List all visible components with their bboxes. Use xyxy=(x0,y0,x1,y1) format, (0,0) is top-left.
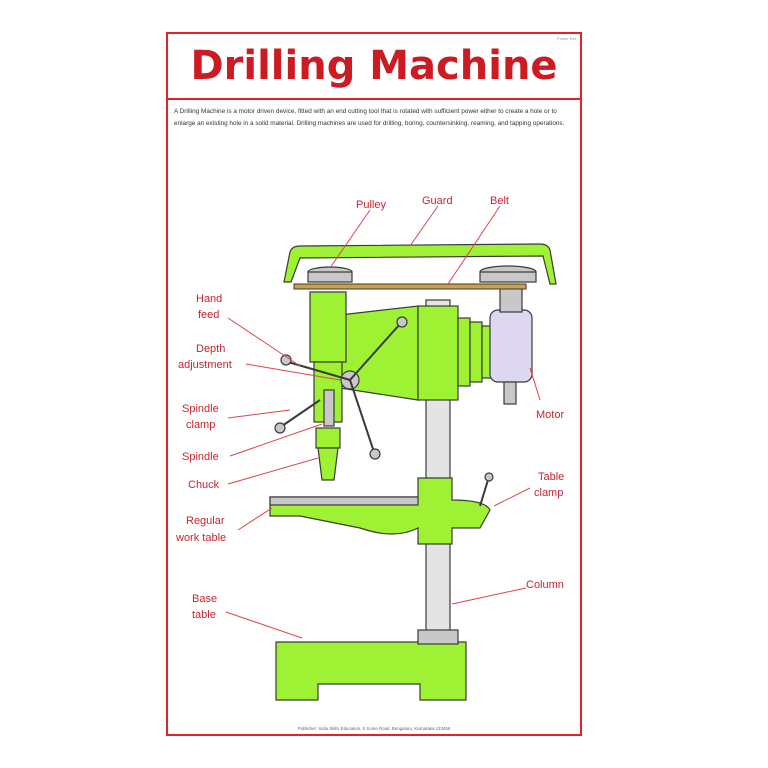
leader-table-clamp xyxy=(493,487,531,507)
label-spindle-clamp-1: Spindle xyxy=(182,403,219,415)
motor-shape xyxy=(489,309,533,383)
corner-code: Poster Ref xyxy=(557,36,576,41)
work-table-top xyxy=(269,496,419,506)
leader-depth xyxy=(245,363,341,381)
motor-shaft xyxy=(499,285,523,313)
leader-guard xyxy=(409,205,439,247)
label-regular-1: Regular xyxy=(186,515,225,527)
table-clamp-knob xyxy=(484,472,494,482)
leader-motor xyxy=(529,367,541,401)
step-pulley-2 xyxy=(469,321,483,383)
label-regular-2: work table xyxy=(175,532,226,544)
base-table-shape xyxy=(275,641,467,701)
guard-shape xyxy=(283,243,557,285)
column-collar xyxy=(417,305,459,401)
label-column: Column xyxy=(526,579,564,591)
leader-spindle-clamp xyxy=(227,409,291,419)
title-band: Drilling Machine Poster Ref xyxy=(168,34,580,100)
label-motor: Motor xyxy=(536,409,564,421)
table-clamp-handle xyxy=(479,479,489,507)
feed-knob-2 xyxy=(369,448,381,460)
clamp-knob xyxy=(274,422,286,434)
leader-base xyxy=(225,611,303,639)
label-table-clamp-2: clamp xyxy=(534,487,563,499)
left-pulley-body xyxy=(307,271,353,283)
feed-arm-2 xyxy=(349,379,375,453)
label-depth-2: adjustment xyxy=(178,359,232,371)
label-hand-feed-1: Hand xyxy=(196,293,222,305)
clamp-arm xyxy=(281,399,321,427)
label-chuck: Chuck xyxy=(188,479,220,491)
label-table-clamp-1: Table xyxy=(538,471,564,483)
chuck-tip xyxy=(317,447,339,481)
label-base-2: table xyxy=(192,609,216,621)
leader-work-table xyxy=(237,507,273,531)
feed-arm-1 xyxy=(349,323,401,381)
leader-spindle xyxy=(229,423,323,457)
leader-column xyxy=(451,587,527,605)
label-pulley: Pulley xyxy=(356,199,386,211)
column-foot xyxy=(417,629,459,645)
step-pulley xyxy=(457,317,471,387)
leader-pulley xyxy=(329,209,371,269)
label-hand-feed-2: feed xyxy=(198,309,219,321)
right-pulley-body xyxy=(479,271,537,283)
leader-chuck xyxy=(227,457,319,485)
work-table-shape xyxy=(269,477,491,545)
intro-paragraph: A Drilling Machine is a motor driven dev… xyxy=(174,108,565,127)
label-guard: Guard xyxy=(422,195,453,207)
label-base-1: Base xyxy=(192,593,217,605)
label-spindle: Spindle xyxy=(182,451,219,463)
motor-foot xyxy=(503,381,517,405)
publisher-footer: Publisher: India Skills Education, 5 Som… xyxy=(297,726,451,731)
feed-knob-1 xyxy=(396,316,408,328)
belt-shape xyxy=(293,283,527,290)
label-belt: Belt xyxy=(490,195,509,207)
leader-belt xyxy=(447,205,501,285)
poster-title: Drilling Machine xyxy=(190,43,558,89)
chuck-body xyxy=(315,427,341,449)
spindle-housing xyxy=(309,291,347,363)
spindle-rod xyxy=(323,389,335,427)
label-spindle-clamp-2: clamp xyxy=(186,419,215,431)
leader-hand-feed xyxy=(227,317,301,367)
label-depth-1: Depth xyxy=(196,343,225,355)
